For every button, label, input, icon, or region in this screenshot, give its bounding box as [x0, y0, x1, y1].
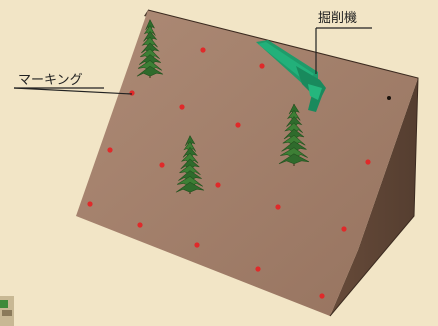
conifer-tree-icon	[278, 103, 310, 166]
marking-dot	[179, 104, 185, 110]
excavator-label: 掘削機	[318, 11, 357, 26]
marking-dot	[259, 63, 265, 69]
marking-dot	[129, 90, 135, 96]
slope-side-face	[330, 78, 418, 316]
marking-dot	[341, 226, 347, 232]
marking-leader-line	[13, 87, 133, 95]
slope-front-face	[76, 10, 418, 316]
marking-label: マーキング	[18, 73, 83, 88]
conifer-tree-icon	[175, 135, 205, 194]
conifer-tree-icon	[136, 19, 164, 78]
excavator-machine-icon	[256, 40, 391, 112]
marking-dot	[159, 162, 165, 168]
marking-dot	[319, 293, 325, 299]
marking-dot	[137, 222, 143, 228]
marking-dot	[275, 204, 281, 210]
marking-dot	[107, 147, 113, 153]
marking-dot	[200, 47, 206, 53]
marking-dot	[365, 159, 371, 165]
slope-edge-line	[147, 9, 419, 317]
marking-dot	[255, 266, 261, 272]
marking-dot	[235, 122, 241, 128]
corner-thumbnail	[0, 296, 14, 326]
marking-dot	[215, 182, 221, 188]
marking-dot	[194, 242, 200, 248]
marking-dot	[87, 201, 93, 207]
